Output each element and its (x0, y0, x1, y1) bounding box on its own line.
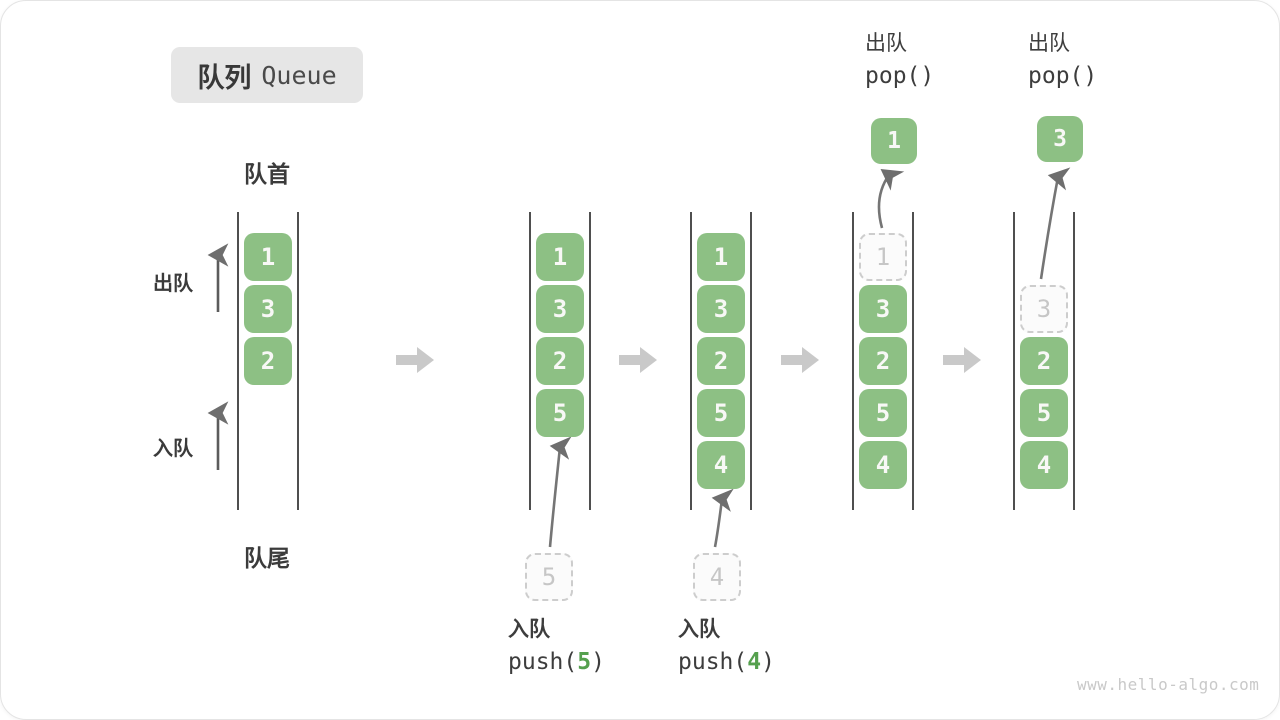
queue-item: 1 (244, 233, 292, 281)
queue-item: 2 (859, 337, 907, 385)
queue-item: 2 (536, 337, 584, 385)
push-code: push(5) (508, 651, 605, 674)
queue-wall (852, 212, 854, 510)
queue-item: 3 (697, 285, 745, 333)
queue-item: 4 (1020, 441, 1068, 489)
transition-arrow-icon (943, 347, 981, 373)
queue-item: 4 (697, 441, 745, 489)
queue-wall (750, 212, 752, 510)
queue-item: 2 (244, 337, 292, 385)
queue-wall (589, 212, 591, 510)
incoming-item-ghost: 4 (693, 553, 741, 601)
pop-3-arrow (1039, 167, 1071, 280)
transition-arrow-icon (396, 347, 434, 373)
queue-item: 3 (244, 285, 292, 333)
queue-item: 2 (697, 337, 745, 385)
push-code-after: ) (591, 649, 605, 675)
pop-label: 出队 (865, 32, 907, 55)
push-annotation-2: 入队 push(4) (678, 619, 775, 674)
queue-item: 3 (536, 285, 584, 333)
push-arg: 5 (577, 649, 592, 675)
queue-wall (690, 212, 692, 510)
queue-item: 5 (536, 389, 584, 437)
push-annotation-1: 入队 push(5) (508, 619, 605, 674)
queue-item: 1 (536, 233, 584, 281)
push-code-before: push( (678, 649, 748, 675)
push-5-arrow (548, 436, 572, 548)
push-code-before: push( (508, 649, 578, 675)
queue-item: 1 (697, 233, 745, 281)
push-arg: 4 (747, 649, 762, 675)
enqueue-side-label: 入队 (153, 438, 193, 460)
pop-label: 出队 (1028, 32, 1070, 55)
incoming-item-ghost: 5 (525, 553, 573, 601)
queue-item: 5 (697, 389, 745, 437)
queue-wall (1013, 212, 1015, 510)
title-english: Queue (261, 60, 337, 90)
transition-arrow-icon (619, 347, 657, 373)
dequeue-side-label: 出队 (153, 273, 193, 295)
push-code-after: ) (761, 649, 775, 675)
pop-code: pop() (1028, 63, 1098, 89)
queue-item: 4 (859, 441, 907, 489)
pop-annotation-2: 出队 pop() (1028, 33, 1097, 88)
push-4-arrow (711, 488, 734, 548)
queue-wall (237, 212, 239, 510)
queue-item: 5 (859, 389, 907, 437)
queue-wall (297, 212, 299, 510)
queue-item: 2 (1020, 337, 1068, 385)
queue-item: 5 (1020, 389, 1068, 437)
queue-rear-label: 队尾 (244, 545, 290, 571)
queue-item-ghost: 1 (859, 233, 907, 281)
pop-annotation-1: 出队 pop() (865, 33, 934, 88)
diagram-title: 队列 Queue (171, 47, 363, 103)
push-code: push(4) (678, 651, 775, 674)
queue-wall (529, 212, 531, 510)
popped-item: 3 (1037, 116, 1083, 162)
queue-item-ghost: 3 (1020, 285, 1068, 333)
watermark: www.hello-algo.com (1077, 675, 1260, 694)
push-label: 入队 (508, 618, 550, 641)
queue-front-label: 队首 (244, 161, 290, 187)
pop-code: pop() (865, 63, 935, 89)
transition-arrow-icon (781, 347, 819, 373)
queue-item: 3 (859, 285, 907, 333)
pop-1-arrow (877, 168, 905, 229)
title-chinese: 队列 (197, 62, 252, 93)
push-label: 入队 (678, 618, 720, 641)
queue-wall (912, 212, 914, 510)
queue-wall (1073, 212, 1075, 510)
popped-item: 1 (871, 118, 917, 164)
